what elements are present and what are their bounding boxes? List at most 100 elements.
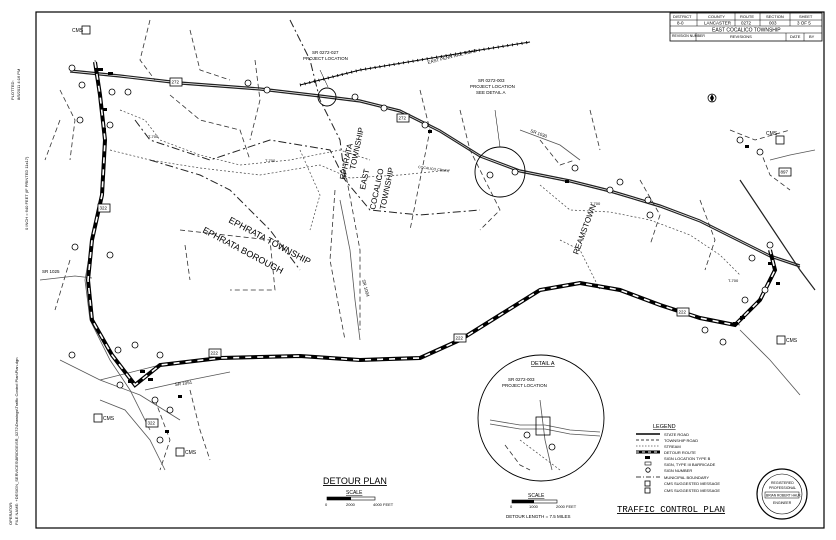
rail-road [299, 40, 531, 87]
detail-scale-tick: 1000 [529, 504, 539, 509]
rev-revisions-header: REVISIONS [730, 34, 752, 39]
route-shield: 272 [396, 113, 410, 123]
pe-seal: REGISTERED PROFESSIONAL BRIAN ROBERT HAU… [756, 468, 808, 520]
operator-text: OPERATOR: [8, 502, 13, 525]
municipal-boundary-borough [149, 159, 301, 271]
detail-a-project-line2: PROJECT LOCATION [502, 383, 547, 388]
rev-date-header: DATE [790, 34, 801, 39]
val-section: 003 [769, 21, 777, 26]
svg-text:ENGINEER: ENGINEER [773, 501, 792, 505]
detour-scale-label: SCALE [346, 490, 363, 496]
val-district: 8-0 [677, 21, 684, 26]
plotted-label: PLOTTED: [10, 80, 15, 100]
detail-scale-tick: 0 [510, 504, 513, 509]
sign-locations [68, 64, 774, 444]
val-route: 0272 [741, 21, 752, 26]
svg-text:CMS: CMS [786, 338, 798, 344]
sr-1030-label: SR 1030 [530, 128, 549, 139]
svg-text:CMS: CMS [72, 28, 84, 34]
streams [109, 109, 741, 291]
project-location-2-line2: PROJECT LOCATION [470, 84, 515, 89]
stream-label: T-700 [728, 278, 739, 283]
route-shield: 222 [676, 307, 690, 317]
legend: LEGEND STATE ROAD TOWNSHIP ROAD STREAM D… [636, 424, 720, 494]
route-shields: 272 272 322 222 222 222 222 322 897 [97, 77, 792, 428]
legend-item: SIGN NUMBER [664, 468, 692, 473]
township-title: EAST COCALICO TOWNSHIP [712, 28, 781, 34]
svg-text:222: 222 [679, 310, 687, 315]
sign-flags [98, 68, 780, 433]
stream-label: T-700 [265, 158, 276, 163]
svg-text:PROFESSIONAL: PROFESSIONAL [769, 486, 796, 490]
route-shield: 897 [778, 167, 792, 177]
sheet-border [35, 11, 825, 529]
cms-marker: CMS [776, 335, 798, 345]
cocalico-creek-label: COCALICO CREEK [418, 165, 450, 173]
scale-disclaimer: 0 INCH = 640 FEET (IF PRINTED 11x17) [24, 156, 29, 230]
sr-1025-label: SR 1025 [42, 269, 60, 274]
detour-plan-block: DETOUR PLAN SCALE 0 2000 4000 FEET [323, 476, 394, 507]
svg-text:222: 222 [456, 336, 464, 341]
svg-text:222: 222 [211, 351, 219, 356]
detail-a: DETAIL A SR 0272-003 PROJECT LOCATION SC… [477, 354, 605, 519]
file-name-text: FILE NAME: +DESIGN_SERVICES\BRIDGE\SR_02… [14, 358, 19, 525]
township-roads [44, 19, 791, 471]
hdr-district: DISTRICT [673, 14, 692, 19]
route-shield: 322 [97, 203, 111, 213]
stream-label: T-700 [148, 134, 159, 139]
route-shield: 322 [145, 418, 159, 428]
cms-marker: CMS [72, 25, 91, 35]
detour-scale-tick: 4000 FEET [373, 502, 394, 507]
legend-item: TOWNSHIP ROAD [664, 438, 698, 443]
svg-text:272: 272 [172, 80, 180, 85]
legend-item: STREAM [664, 444, 681, 449]
municipal-boundary-north [134, 119, 481, 216]
detail-scale-tick: 2000 FEET [556, 504, 577, 509]
detour-plan-title: DETOUR PLAN [323, 476, 387, 486]
detour-scale-tick: 0 [325, 502, 328, 507]
legend-item: CMS SUGGESTED MESSAGE [664, 488, 720, 493]
svg-text:REGISTERED: REGISTERED [771, 481, 794, 485]
project-location-1-line2: PROJECT LOCATION [303, 56, 348, 61]
detour-length: DETOUR LENGTH = 7.5 MILES [506, 514, 571, 519]
svg-text:BRIAN ROBERT HAUK: BRIAN ROBERT HAUK [766, 494, 801, 498]
cms-markers: CMS CMS CMS CMS CMS [72, 25, 798, 457]
traffic-control-plan-title: TRAFFIC CONTROL PLAN [617, 505, 725, 515]
sr-1004-label: SR 1004 [361, 279, 370, 298]
val-sheet: 3 OF 5 [797, 21, 811, 26]
legend-item: MUNICIPAL BOUNDARY [664, 475, 709, 480]
svg-text:CMS: CMS [103, 416, 115, 422]
plot-date: 8/5/2011 4:16 PM [16, 69, 21, 100]
project-location-2-line1: SR 0272-003 [478, 78, 505, 83]
svg-text:CMS: CMS [185, 450, 197, 456]
legend-item: SIGN, TYPE III BARRICADE [664, 462, 716, 467]
hdr-sheet: SHEET [799, 14, 813, 19]
project-location-1-line1: SR 0272-027 [312, 50, 339, 55]
route-shield: 272 [169, 77, 183, 87]
detail-a-title: DETAIL A [531, 361, 555, 367]
stream-label: T-700 [590, 201, 601, 206]
route-shield: 222 [208, 348, 222, 358]
detour-scale-tick: 2000 [346, 502, 356, 507]
svg-text:CMS: CMS [766, 131, 778, 137]
sr-1051-label: SR 1051 [174, 380, 193, 387]
rev-number-header: REVISION NUMBER [672, 34, 705, 38]
legend-item: DETOUR ROUTE [664, 450, 696, 455]
legend-item: CMS SUGGESTED MESSAGE [664, 481, 720, 486]
svg-text:322: 322 [100, 206, 108, 211]
rev-by-header: BY [809, 34, 815, 39]
svg-text:272: 272 [399, 116, 407, 121]
legend-item: SIGN LOCATION TYPE B [664, 456, 711, 461]
title-block: DISTRICT COUNTY ROUTE SECTION SHEET 8-0 … [669, 12, 823, 42]
hdr-county: COUNTY [708, 14, 725, 19]
east-cocalico-1: EAST [358, 168, 371, 190]
north-arrow-icon [707, 93, 717, 103]
detour-route [85, 61, 778, 388]
project-location-2-line3: SEE DETAIL A [476, 90, 506, 95]
cms-marker: CMS [93, 413, 115, 423]
legend-item: STATE ROAD [664, 432, 689, 437]
municipal-boundary-ephrata [289, 19, 346, 181]
hdr-route: ROUTE [740, 14, 754, 19]
project-location-marker-1 [317, 87, 337, 107]
